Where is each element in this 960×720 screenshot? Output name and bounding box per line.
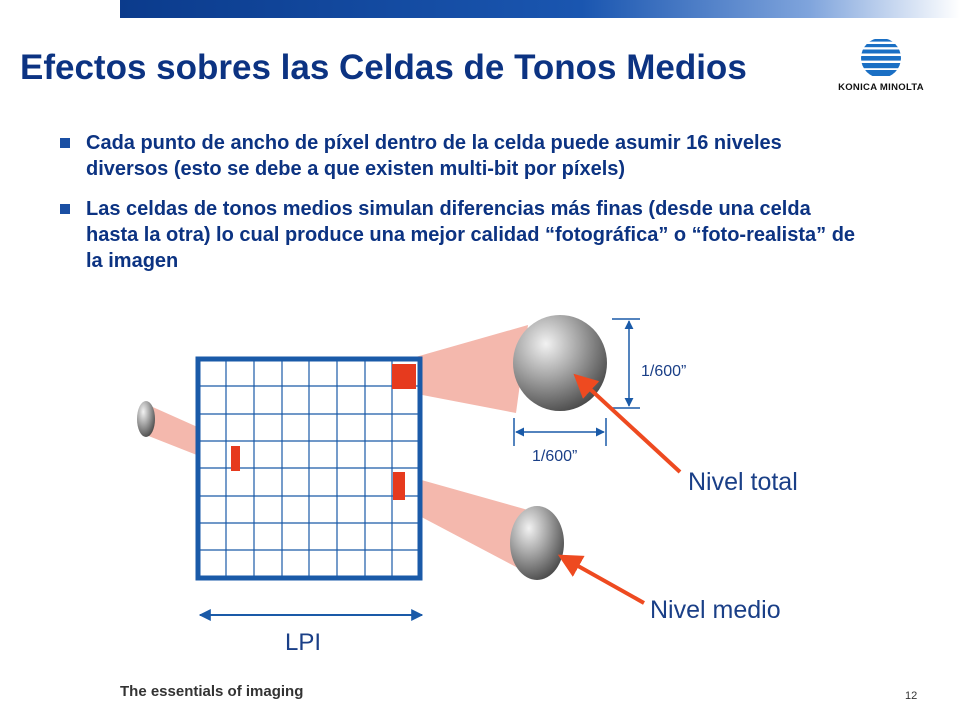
beam-bottom [393, 472, 528, 568]
page-number: 12 [905, 690, 918, 702]
bullet-item: Las celdas de tonos medios simulan difer… [60, 196, 860, 274]
red-cell-left [231, 446, 240, 471]
logo-text: KONICA MINOLTA [838, 82, 924, 93]
nivel-medio-arrow [557, 554, 645, 605]
bullet-list: Cada punto de ancho de píxel dentro de l… [60, 130, 860, 288]
beam-top [391, 325, 528, 413]
top-accent-bar [120, 0, 960, 18]
red-cell-full [392, 364, 416, 389]
lpi-label: LPI [285, 629, 321, 656]
dimension-vertical-label: 1/600” [641, 363, 686, 380]
square-bullet-icon [60, 138, 70, 148]
nivel-total-label: Nivel total [688, 468, 798, 496]
page-title: Efectos sobres las Celdas de Tonos Medio… [20, 48, 747, 87]
square-bullet-icon [60, 204, 70, 214]
dimension-horizontal-label: 1/600” [532, 448, 577, 465]
nivel-medio-label: Nivel medio [650, 596, 781, 624]
sphere-medium [510, 506, 564, 580]
bullet-text: Las celdas de tonos medios simulan difer… [86, 198, 856, 272]
nivel-total-arrow [573, 373, 682, 474]
dimension-vertical [612, 318, 640, 409]
sphere-small [137, 401, 155, 437]
footer-tagline: The essentials of imaging [120, 683, 304, 700]
dimension-horizontal [513, 418, 607, 446]
bullet-text: Cada punto de ancho de píxel dentro de l… [86, 132, 782, 180]
konica-minolta-logo-icon [861, 38, 901, 78]
red-cell-medium [393, 472, 405, 500]
bullet-item: Cada punto de ancho de píxel dentro de l… [60, 130, 860, 182]
sphere-large [513, 315, 607, 411]
